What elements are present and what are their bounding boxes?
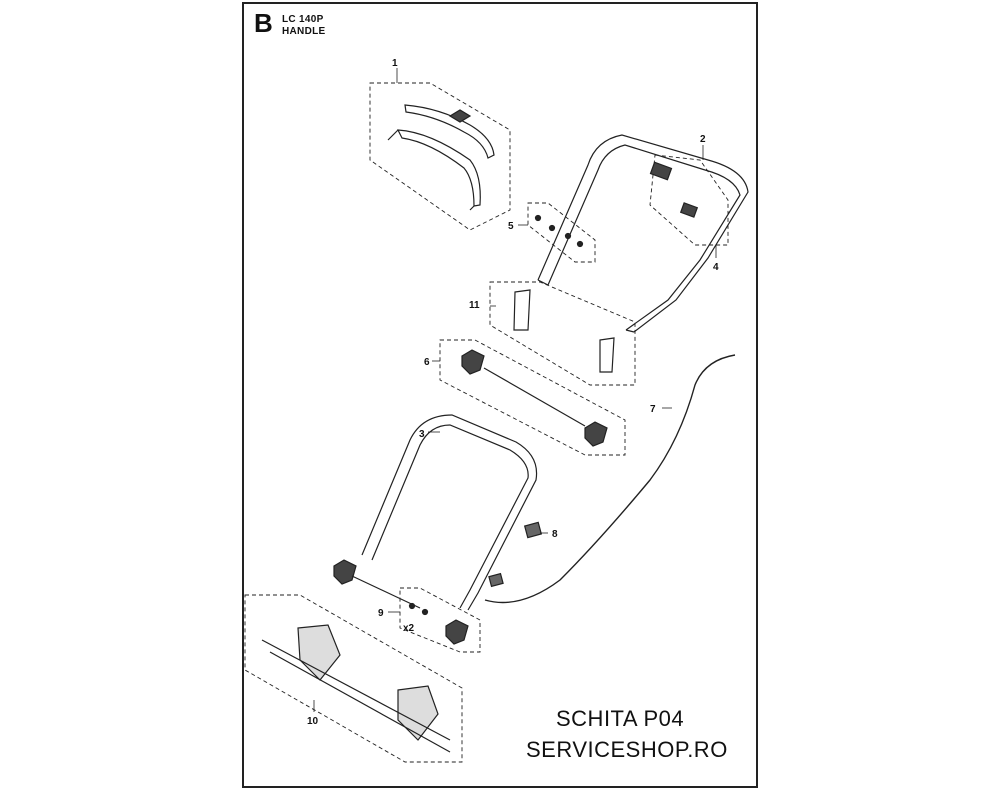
part-6-knob-set [439, 339, 626, 456]
section-label: HANDLE [282, 26, 326, 37]
callout-7: 7 [650, 404, 656, 415]
part-5-hardware [527, 202, 596, 263]
callout-1: 1 [392, 58, 398, 69]
callout-10: 10 [307, 716, 319, 727]
callout-6: 6 [424, 357, 430, 368]
part-3-lower-handle [361, 414, 538, 611]
callout-11: 11 [469, 300, 480, 311]
callout-3: 3 [419, 429, 425, 440]
model-label: LC 140P [282, 14, 324, 25]
sheet-letter: B [254, 8, 273, 38]
part-10-brackets [244, 594, 463, 763]
part-7-cable [484, 354, 736, 604]
part-11-tube-inserts [489, 281, 636, 386]
footer-shop-name: SERVICESHOP.RO [526, 737, 728, 762]
leader-lines [313, 68, 717, 712]
callout-9-quantity: x2 [403, 623, 415, 634]
part-9-hardware [333, 559, 481, 653]
callout-2: 2 [700, 134, 706, 145]
part-1-handle-grip [369, 82, 511, 231]
callout-5: 5 [508, 221, 514, 232]
callout-8: 8 [552, 529, 558, 540]
footer-sheet-code: SCHITA P04 [556, 706, 685, 731]
part-2-upper-handle [537, 134, 749, 333]
callout-4: 4 [713, 262, 719, 273]
callout-9: 9 [378, 608, 384, 619]
part-8-clips [488, 521, 543, 588]
